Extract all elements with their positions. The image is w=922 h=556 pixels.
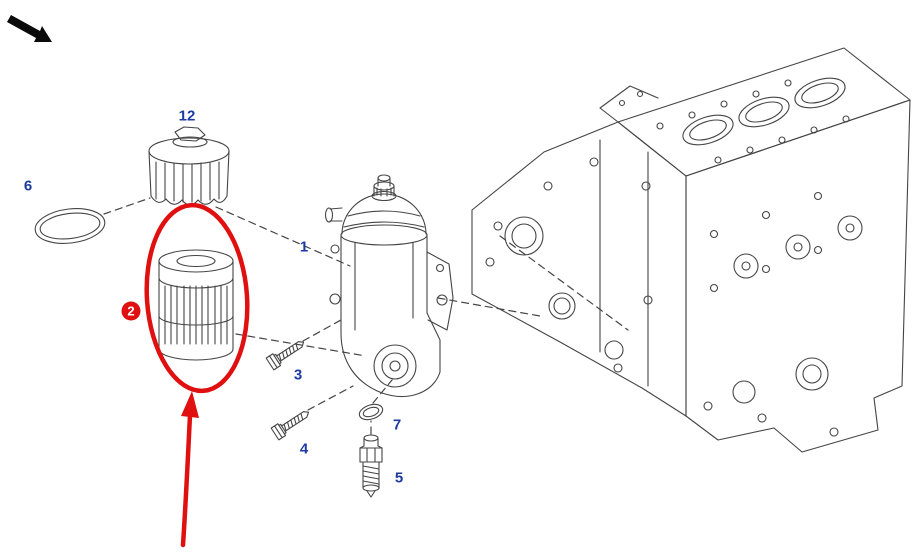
direction-arrow-icon bbox=[7, 15, 52, 42]
highlight-annotation bbox=[144, 202, 250, 548]
highlight-arrow-head bbox=[181, 391, 199, 418]
filter-housing-drawing bbox=[324, 174, 454, 397]
engine-block-drawing bbox=[471, 47, 911, 453]
part-label-3: 3 bbox=[293, 366, 303, 384]
part-label-12: 12 bbox=[178, 107, 196, 125]
fuel-filter-element-drawing bbox=[158, 249, 234, 361]
leader-lines bbox=[103, 197, 541, 435]
overflow-valve-drawing bbox=[359, 434, 383, 498]
part-label-4: 4 bbox=[299, 440, 309, 458]
filter-cap-drawing bbox=[148, 126, 230, 206]
part-label-5: 5 bbox=[394, 469, 404, 487]
highlight-arrow-shaft bbox=[180, 412, 193, 548]
oring-seal-drawing bbox=[34, 208, 106, 244]
part-badge-2-highlighted: 2 bbox=[121, 301, 141, 321]
highlight-ellipse bbox=[144, 202, 250, 394]
part-label-1: 1 bbox=[299, 238, 309, 256]
part-label-7: 7 bbox=[392, 416, 402, 434]
part-label-6: 6 bbox=[23, 177, 33, 195]
oring-7-drawing bbox=[358, 403, 384, 421]
bolt-3-drawing bbox=[265, 341, 305, 371]
bolt-4-drawing bbox=[270, 411, 310, 441]
